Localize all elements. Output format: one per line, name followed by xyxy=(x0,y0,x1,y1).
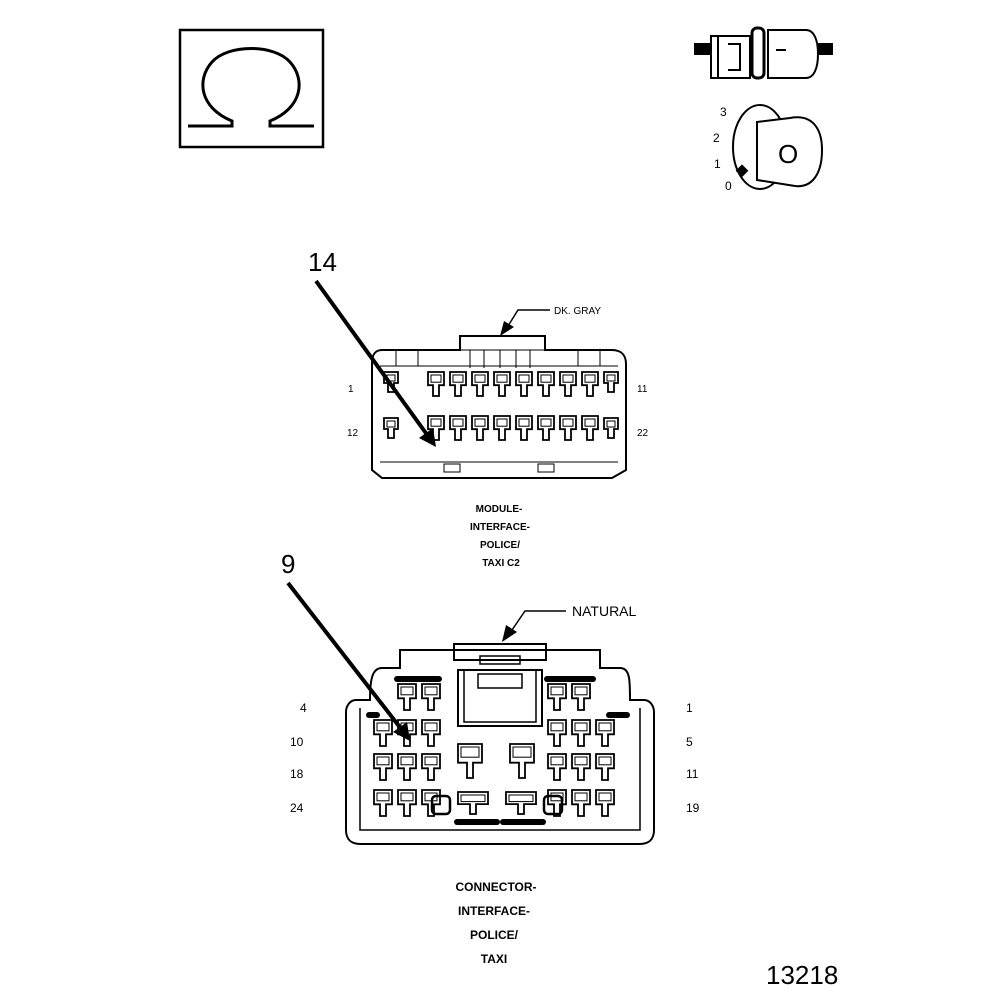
terminal-cavity xyxy=(457,791,489,815)
terminal-cavity xyxy=(397,719,417,747)
connector-c2: 14 DK. GRAY 1 11 12 22 MODULE- INTERFACE… xyxy=(308,247,649,569)
terminal-cavity xyxy=(595,789,615,817)
interface-caption-line-2: INTERFACE- xyxy=(458,904,530,918)
connector-interface: 9 NATURAL 4 10 18 24 1 5 11 19 CONNECTOR… xyxy=(281,549,700,966)
terminal-cavity xyxy=(571,753,591,781)
pin-label-18: 18 xyxy=(290,767,304,781)
terminal-cavity xyxy=(449,415,467,441)
pin-label-10: 10 xyxy=(290,735,304,749)
terminal-cavity xyxy=(421,719,441,747)
terminal-cavity xyxy=(373,753,393,781)
terminal-cavity xyxy=(493,415,511,441)
terminal-cavity xyxy=(457,743,483,779)
pin-label-1: 1 xyxy=(348,384,354,395)
c2-caption-line-1: MODULE- xyxy=(476,504,523,515)
terminal-cavity xyxy=(581,371,599,397)
terminal-cavity xyxy=(509,743,535,779)
color-label-dk-gray: DK. GRAY xyxy=(554,306,601,317)
terminal-cavity xyxy=(505,791,537,815)
ignition-position-0: 0 xyxy=(725,179,732,193)
terminal-cavity xyxy=(427,371,445,397)
terminal-cavity xyxy=(397,753,417,781)
callout-9-arrow xyxy=(286,581,404,732)
interface-caption-line-3: POLICE/ xyxy=(470,928,519,942)
terminal-cavity xyxy=(547,719,567,747)
terminal-cavity xyxy=(493,371,511,397)
interface-caption-line-1: CONNECTOR- xyxy=(455,880,536,894)
c2-caption-line-3: POLICE/ xyxy=(480,540,520,551)
terminal-cavity xyxy=(547,789,567,817)
connector-side-view-icon xyxy=(694,26,833,80)
terminal-cavity xyxy=(383,371,399,393)
terminal-cavity xyxy=(571,789,591,817)
terminal-cavity xyxy=(421,753,441,781)
ignition-position-2: 2 xyxy=(713,131,720,145)
terminal-cavity xyxy=(559,415,577,441)
terminal-cavity xyxy=(547,683,567,711)
pin-label-5: 5 xyxy=(686,735,693,749)
terminal-cavity xyxy=(547,753,567,781)
locating-post xyxy=(542,794,564,816)
pin-label-22: 22 xyxy=(637,428,649,439)
ignition-key-label: O xyxy=(778,139,798,169)
terminal-cavity xyxy=(581,415,599,441)
color-label-natural: NATURAL xyxy=(572,603,637,619)
pin-label-19: 19 xyxy=(686,801,700,815)
terminal-cavity xyxy=(471,415,489,441)
terminal-cavity xyxy=(559,371,577,397)
interface-caption-line-4: TAXI xyxy=(481,952,507,966)
ignition-position-1: 1 xyxy=(714,157,721,171)
pin-label-11-interface: 11 xyxy=(686,767,699,781)
terminal-cavity xyxy=(427,415,445,441)
terminal-cavity xyxy=(515,371,533,397)
ohm-icon xyxy=(178,28,325,149)
terminal-cavity xyxy=(515,415,533,441)
figure-number: 13218 xyxy=(766,960,838,990)
callout-14: 14 xyxy=(308,247,337,277)
terminal-cavity xyxy=(397,789,417,817)
locating-post xyxy=(430,794,452,816)
terminal-cavity xyxy=(471,371,489,397)
terminal-cavity xyxy=(603,371,619,393)
c2-caption-line-2: INTERFACE- xyxy=(470,522,530,533)
pin-label-12: 12 xyxy=(347,428,359,439)
terminal-cavity xyxy=(397,683,417,711)
pin-label-24: 24 xyxy=(290,801,304,815)
terminal-cavity xyxy=(537,415,555,441)
callout-9: 9 xyxy=(281,549,295,579)
terminal-cavity xyxy=(571,719,591,747)
c2-caption-line-4: TAXI C2 xyxy=(482,558,520,569)
terminal-cavity xyxy=(373,789,393,817)
terminal-cavity xyxy=(449,371,467,397)
terminal-cavity xyxy=(537,371,555,397)
pin-label-11: 11 xyxy=(637,384,648,395)
ignition-position-3: 3 xyxy=(720,105,727,119)
pin-label-4: 4 xyxy=(300,701,307,715)
terminal-cavity xyxy=(595,719,615,747)
pin-label-1-interface: 1 xyxy=(686,701,693,715)
terminal-cavity xyxy=(421,683,441,711)
terminal-cavity xyxy=(383,417,399,439)
terminal-cavity xyxy=(603,417,619,439)
ignition-key-icon: 3 2 1 0 O xyxy=(713,104,824,193)
terminal-cavity xyxy=(595,753,615,781)
terminal-cavity xyxy=(571,683,591,711)
terminal-cavity xyxy=(373,719,393,747)
